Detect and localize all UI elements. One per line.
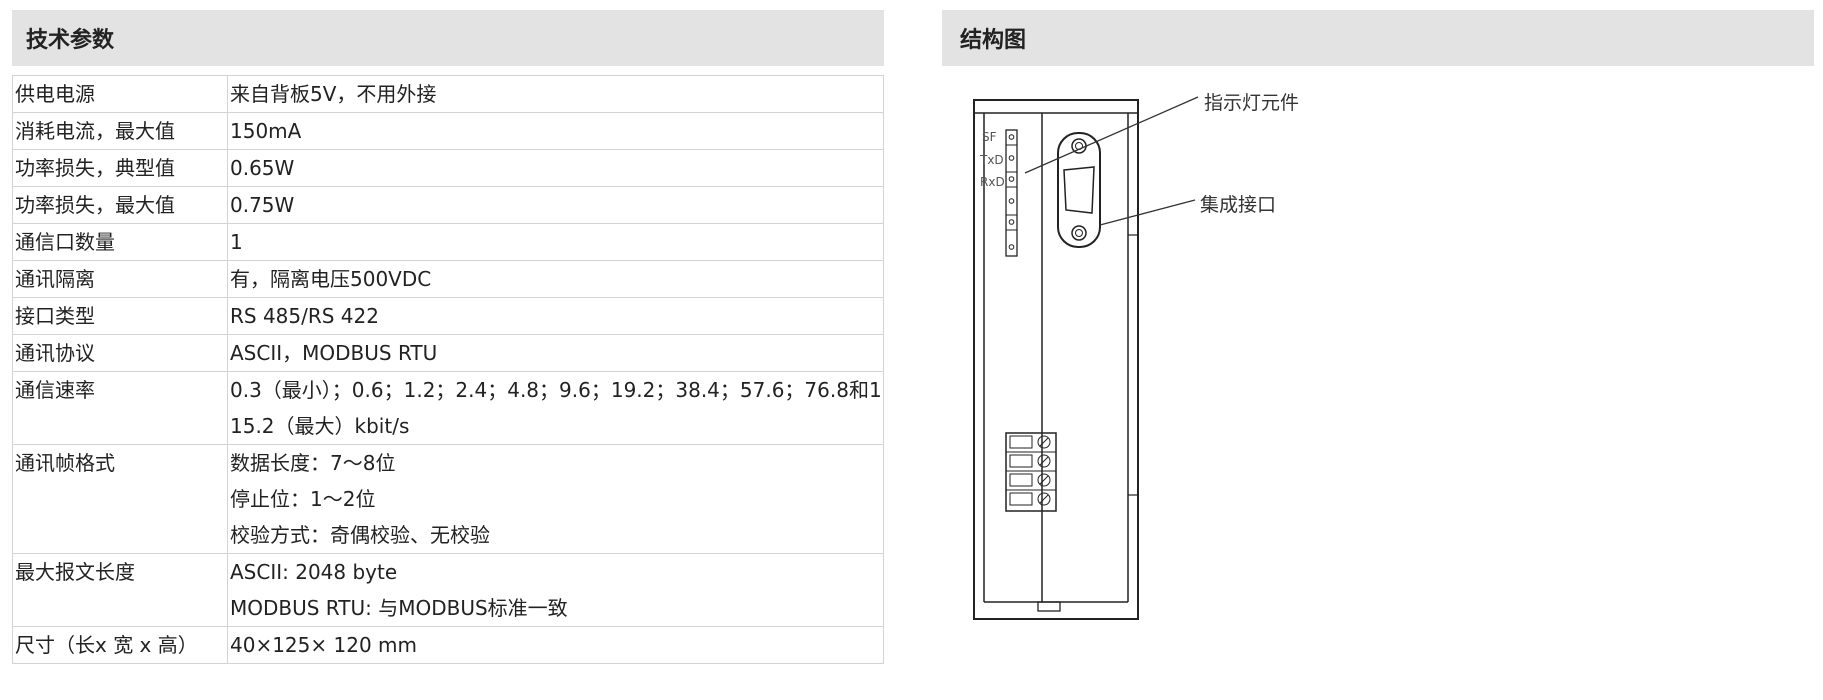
interface-callout: 集成接口 [1200,194,1276,216]
spec-value-cell: 0.75W [227,186,884,224]
structure-diagram-title: 结构图 [960,28,1027,53]
tech-params-header: 技术参数 [12,10,884,66]
spec-value-cell: ASCII，MODBUS RTU [227,334,884,372]
spec-label: 功率损失，典型值 [12,149,228,187]
spec-value: RS 485/RS 422 [230,304,379,328]
spec-label: 尺寸（长x 宽 x 高） [12,626,228,664]
spec-label: 通信口数量 [12,223,228,261]
spec-value: 数据长度：7～8位 [230,451,396,475]
indicator-callout: 指示灯元件 [1204,92,1299,114]
spec-value: MODBUS RTU: 与MODBUS标准一致 [230,596,568,620]
led-label-rxd: RxD [980,175,1005,189]
interface-callout-line [1099,199,1196,226]
spec-value: 15.2（最大）kbit/s [230,414,410,438]
spec-value-cell: RS 485/RS 422 [227,297,884,335]
spec-label: 通信速率 [12,371,228,445]
spec-label: 通讯隔离 [12,260,228,298]
spec-value-cell: 来自背板5V，不用外接 [227,75,884,113]
led-label-sf: SF [982,130,997,144]
spec-value-cell: 有，隔离电压500VDC [227,260,884,298]
spec-value: 0.3（最小）；0.6；1.2；2.4；4.8；9.6；19.2；38.4；57… [230,378,881,402]
table-row: 供电电源来自背板5V，不用外接 [12,75,884,113]
spec-value: 0.75W [230,193,295,217]
db9-connector [1057,132,1101,248]
spec-value: 40×125× 120 mm [230,633,417,657]
spec-value-cell: 40×125× 120 mm [227,626,884,664]
spec-value: 来自背板5V，不用外接 [230,82,437,106]
spec-value: 停止位：1～2位 [230,487,376,511]
spec-value: 1 [230,230,243,254]
table-row: 通讯帧格式数据长度：7～8位停止位：1～2位校验方式：奇偶校验、无校验 [12,444,884,554]
spec-value-cell: 150mA [227,112,884,150]
spec-value-cell: 1 [227,223,884,261]
spec-value: 有，隔离电压500VDC [230,267,432,291]
spec-value-cell: 0.3（最小）；0.6；1.2；2.4；4.8；9.6；19.2；38.4；57… [227,371,884,445]
table-row: 尺寸（长x 宽 x 高）40×125× 120 mm [12,626,884,664]
spec-value: 0.65W [230,156,295,180]
led-label-txd: TxD [979,153,1004,167]
bottom-latch [1037,601,1061,612]
spec-value: 校验方式：奇偶校验、无校验 [230,523,490,547]
spec-value: ASCII: 2048 byte [230,560,398,584]
spec-label: 通讯协议 [12,334,228,372]
spec-value: 150mA [230,119,302,143]
spec-label: 功率损失，最大值 [12,186,228,224]
spec-label: 接口类型 [12,297,228,335]
spec-label: 供电电源 [12,75,228,113]
led-strip [1005,129,1018,257]
spec-label: 最大报文长度 [12,553,228,627]
structure-diagram-header: 结构图 [942,10,1814,66]
tech-params-title: 技术参数 [26,28,115,53]
structure-diagram: SF TxD RxD 指示灯元件 集成接口 [973,92,1299,620]
spec-label: 通讯帧格式 [12,444,228,554]
spec-label: 消耗电流，最大值 [12,112,228,150]
terminal-block [1005,432,1057,512]
spec-value: ASCII，MODBUS RTU [230,341,438,365]
spec-value-cell: 0.65W [227,149,884,187]
table-row: 通讯隔离有，隔离电压500VDC [12,260,884,298]
module-outline [973,99,1139,620]
indicator-callout-line [1024,96,1199,174]
spec-value-cell: 数据长度：7～8位停止位：1～2位校验方式：奇偶校验、无校验 [227,444,884,554]
